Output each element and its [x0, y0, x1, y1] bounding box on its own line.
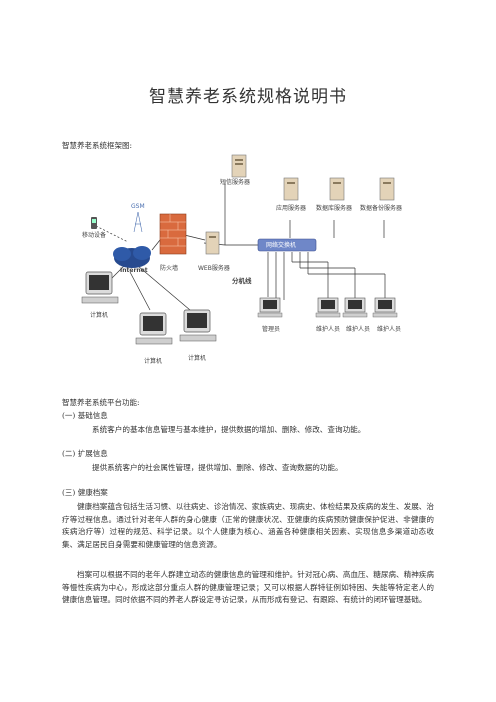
maintainer-3-workstation-icon [372, 297, 398, 318]
network-switch-label: 网络交换机 [266, 241, 296, 249]
sms-server-label: 短信服务器 [220, 178, 250, 186]
branch-line-label: 分机线 [232, 276, 252, 285]
firewall-label: 防火墙 [160, 264, 178, 272]
gsm-tower-icon [133, 211, 143, 233]
web-server-label: WEB服务器 [198, 264, 230, 272]
framework-label: 智慧养老系统框架图: [62, 141, 133, 150]
section-2-heading: (二) 扩展信息 [62, 449, 108, 458]
backup-server-label: 数据备份服务器 [360, 204, 402, 212]
section-1-heading: (一) 基础信息 [62, 411, 108, 420]
admin-workstation-icon [257, 297, 283, 318]
maintainer-2-workstation-icon [342, 297, 368, 318]
diagram-links [95, 182, 386, 311]
internet-label: Internet [120, 267, 148, 274]
maintainer-3-label: 维护人员 [377, 325, 401, 333]
platform-label: 智慧养老系统平台功能: [62, 398, 140, 407]
mobile-device-label: 移动设备 [82, 231, 106, 239]
page-title: 智慧养老系统规格说明书 [149, 87, 347, 107]
system-framework-diagram: 短信服务器 应用服务器 数据库服务器 数据备份服务器 网络交换机 移动设备 GS… [81, 154, 402, 365]
mobile-device-icon [91, 217, 97, 229]
admin-label: 管理员 [262, 325, 280, 333]
gsm-label: GSM [131, 203, 145, 210]
section-2-body: 提供系统客户的社会属性管理，提供增加、删除、修改、查询数据的功能。 [92, 463, 343, 472]
computer-left-label: 计算机 [90, 311, 108, 319]
maintainer-1-workstation-icon [315, 297, 341, 318]
backup-server-icon [379, 177, 395, 201]
computer-b-label: 计算机 [188, 354, 206, 362]
section-3-heading: (三) 健康档案 [62, 488, 108, 497]
computer-left-icon [81, 271, 119, 304]
maintainer-2-label: 维护人员 [346, 325, 370, 333]
maintainer-1-label: 维护人员 [316, 325, 340, 333]
section-1-body: 系统客户的基本信息管理与基本维护，提供数据的增加、删除、修改、查询功能。 [92, 425, 366, 434]
section-3-body-2: 档案可以根据不同的老年人群建立动态的健康信息的管理和维护。针对冠心病、高血压、糖… [62, 570, 434, 605]
app-server-icon [283, 177, 299, 201]
computer-b-icon [179, 309, 217, 342]
sms-server-icon [231, 154, 247, 178]
computer-a-icon [135, 312, 173, 345]
internet-cloud-icon [113, 246, 151, 268]
app-server-label: 应用服务器 [276, 204, 306, 212]
computer-a-label: 计算机 [144, 357, 162, 365]
db-server-icon [329, 177, 345, 201]
section-3-body-1: 健康档案蕴含包括生活习惯、以往病史、诊治情况、家族病史、现病史、体检结果及疾病的… [62, 502, 434, 549]
firewall-icon [159, 213, 187, 255]
db-server-label: 数据库服务器 [316, 204, 352, 212]
web-server-icon [205, 231, 220, 255]
network-switch-icon [257, 238, 317, 252]
